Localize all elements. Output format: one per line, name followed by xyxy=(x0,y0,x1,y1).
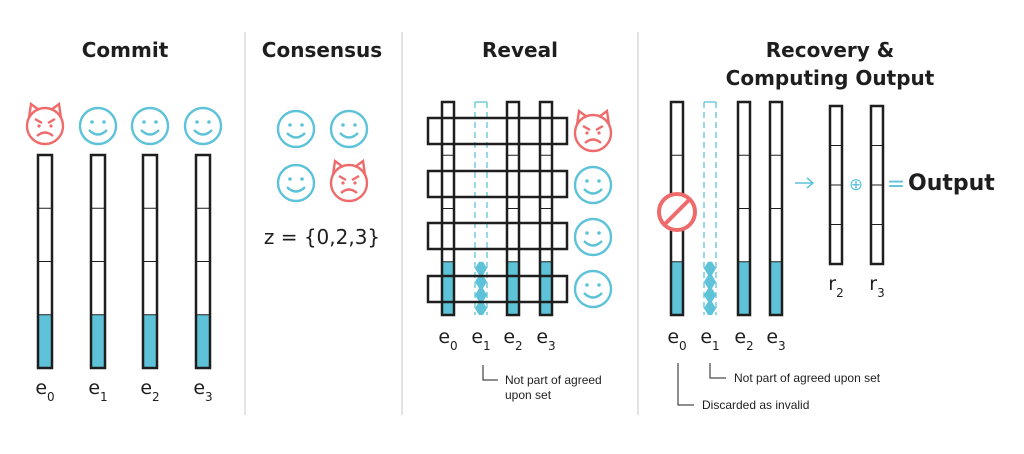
recovery-bar-1 xyxy=(703,101,717,315)
recovery-label-2: e2 xyxy=(734,326,753,353)
e0-note-connector xyxy=(677,363,694,406)
consensus-smile-face-0 xyxy=(276,109,316,149)
recovered-bars xyxy=(828,104,885,266)
commit-bars xyxy=(36,153,212,370)
reveal-faces xyxy=(573,109,613,309)
recovered-label-0: r2 xyxy=(828,273,843,300)
reveal-note-line-2: upon set xyxy=(505,388,552,402)
commit-bar-3 xyxy=(194,153,212,370)
commit-bar-1 xyxy=(89,153,107,370)
commit-devil-face-0 xyxy=(25,102,65,146)
consensus-section: Consensus z = {0,2,3} xyxy=(262,38,382,249)
commit-title: Commit xyxy=(82,38,169,62)
commit-label-2: e2 xyxy=(140,377,159,404)
commit-faces xyxy=(25,102,223,146)
recovery-title-line-2: Computing Output xyxy=(726,66,935,90)
recovered-bar-1 xyxy=(869,104,885,266)
commit-labels: e0 e1 e2 e3 xyxy=(35,377,212,404)
commit-smile-face-1 xyxy=(78,106,118,146)
recovery-bars xyxy=(669,100,784,317)
e0-note: Discarded as invalid xyxy=(702,398,809,412)
recovery-title-line-1: Recovery & xyxy=(766,38,894,62)
consensus-smile-face-2 xyxy=(276,163,316,203)
reveal-note-connector xyxy=(482,365,498,381)
reveal-row-1 xyxy=(426,169,569,199)
reveal-label-1: e1 xyxy=(471,326,490,353)
reveal-row-3 xyxy=(426,274,569,304)
recovered-bar-0 xyxy=(828,104,844,266)
commit-bar-0 xyxy=(36,153,54,370)
invalid-prohibited-icon xyxy=(657,192,697,232)
commit-smile-face-2 xyxy=(130,106,170,146)
commit-section: Commit e0 e1 e2 e3 xyxy=(25,38,223,404)
recovery-label-3: e3 xyxy=(766,326,785,353)
equals-sign: = xyxy=(887,172,905,197)
reveal-bar-3 xyxy=(538,100,554,317)
reveal-bar-1 xyxy=(474,101,488,315)
arrow-icon xyxy=(795,177,815,189)
recovery-bar-2 xyxy=(736,100,752,317)
recovery-label-0: e0 xyxy=(667,326,686,353)
reveal-smile-face-1 xyxy=(573,165,613,205)
recovery-labels: e0 e1 e2 e3 xyxy=(667,326,785,353)
reveal-section: Reveal e0 e1 e2 e3 Not part of agreed upon … xyxy=(426,38,613,402)
reveal-share-rows xyxy=(426,116,569,304)
reveal-bar-0 xyxy=(440,100,456,317)
reveal-label-3: e3 xyxy=(536,326,555,353)
reveal-row-2 xyxy=(426,221,569,251)
reveal-row-0 xyxy=(426,116,569,146)
commit-label-0: e0 xyxy=(35,377,54,404)
reveal-title: Reveal xyxy=(482,38,558,62)
commit-label-1: e1 xyxy=(88,377,107,404)
consensus-smile-face-1 xyxy=(329,109,369,149)
reveal-label-2: e2 xyxy=(503,326,522,353)
reveal-label-0: e0 xyxy=(438,326,457,353)
recovered-labels: r2 r3 xyxy=(828,273,884,300)
reveal-bars xyxy=(440,100,554,317)
agreed-set-label: z = {0,2,3} xyxy=(264,225,380,249)
recovery-label-1: e1 xyxy=(700,326,719,353)
commit-label-3: e3 xyxy=(193,377,212,404)
e1-note: Not part of agreed upon set xyxy=(734,371,881,385)
recovery-bar-3 xyxy=(768,100,784,317)
reveal-labels: e0 e1 e2 e3 xyxy=(438,326,555,353)
output-label: Output xyxy=(908,171,995,196)
reveal-bar-2 xyxy=(505,100,521,317)
e1-note-connector xyxy=(709,363,726,379)
consensus-title: Consensus xyxy=(262,38,382,62)
commit-bar-2 xyxy=(141,153,159,370)
reveal-smile-face-3 xyxy=(573,269,613,309)
reveal-smile-face-2 xyxy=(573,217,613,257)
commit-smile-face-3 xyxy=(183,106,223,146)
xor-operator: ⊕ xyxy=(849,175,863,195)
consensus-faces xyxy=(276,109,369,203)
reveal-note-line-1: Not part of agreed xyxy=(505,373,602,387)
consensus-devil-face-3 xyxy=(329,159,369,203)
reveal-devil-face-0 xyxy=(573,109,613,153)
recovered-label-1: r3 xyxy=(869,273,884,300)
